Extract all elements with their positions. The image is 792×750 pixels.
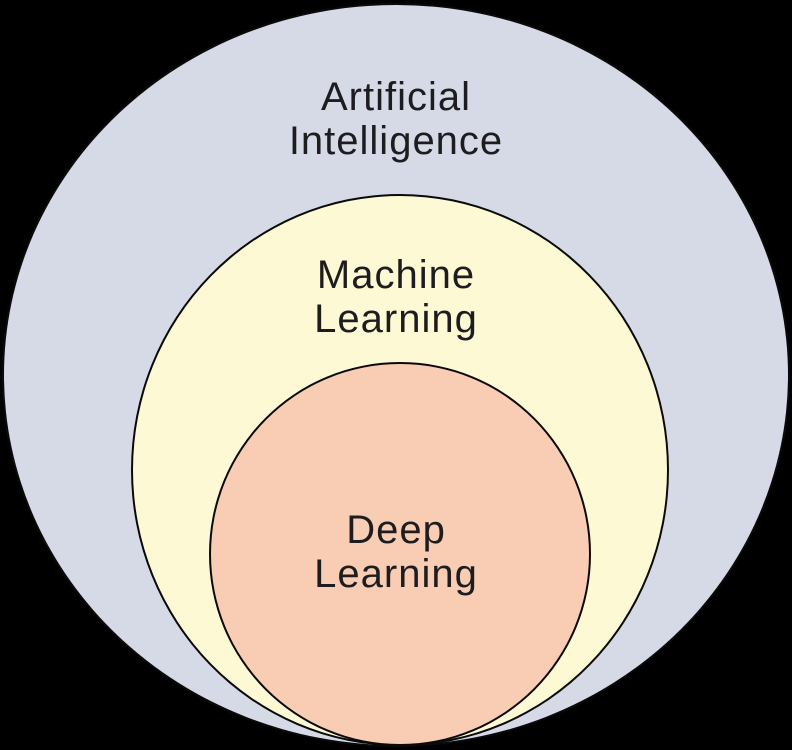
ring-deep-learning	[209, 362, 591, 746]
